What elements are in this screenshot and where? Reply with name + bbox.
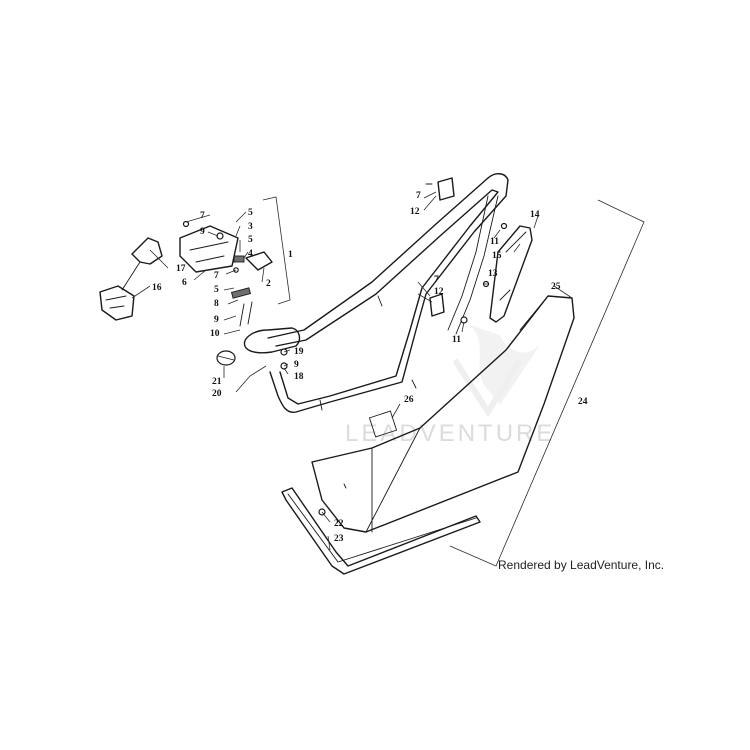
watermark-logo — [452, 325, 540, 418]
callout-9-mirror: 9 — [200, 227, 205, 237]
callout-12-upper: 12 — [410, 207, 420, 217]
callout-23: 23 — [334, 534, 344, 544]
callout-9-bolt: 9 — [214, 315, 219, 325]
leader-lines — [131, 191, 573, 551]
callout-7-lower-hinge: 7 — [434, 275, 439, 285]
callout-8: 8 — [214, 299, 219, 309]
callout-9-handle: 9 — [294, 360, 299, 370]
callout-4: 4 — [248, 249, 253, 259]
callout-21: 21 — [212, 377, 222, 387]
seal-strip — [281, 483, 481, 575]
mirror-assembly — [99, 220, 273, 327]
latch-strip — [460, 222, 533, 324]
callout-7-upper-hinge: 7 — [416, 191, 421, 201]
callout-18: 18 — [294, 372, 304, 382]
handle-knob — [216, 348, 288, 370]
door-panel — [311, 295, 575, 533]
callout-22: 22 — [334, 519, 344, 529]
callout-13: 13 — [488, 269, 498, 279]
hinge-lower — [429, 293, 445, 317]
callout-17: 17 — [176, 264, 186, 274]
callout-2: 2 — [266, 279, 271, 289]
group-bracket-24 — [449, 199, 645, 567]
callout-11-lower: 11 — [452, 335, 461, 345]
callout-14: 14 — [530, 210, 540, 220]
watermark-text: LEADVENTURE — [345, 420, 555, 447]
callout-15: 15 — [492, 251, 502, 261]
callout-labels: 1 2 3 4 5 5 5 6 7 7 7 7 8 9 9 9 10 11 11… — [152, 191, 588, 544]
callout-1: 1 — [288, 250, 293, 260]
hinge-upper — [425, 177, 455, 201]
callout-7-mount: 7 — [214, 271, 219, 281]
callout-11-upper: 11 — [490, 237, 499, 247]
callout-19: 19 — [294, 347, 304, 357]
callout-26: 26 — [404, 395, 414, 405]
callout-5-low: 5 — [214, 285, 219, 295]
render-credit: Rendered by LeadVenture, Inc. — [498, 558, 665, 572]
callout-5-top: 5 — [248, 208, 253, 218]
callout-6: 6 — [182, 278, 187, 288]
callout-3: 3 — [248, 222, 253, 232]
callout-24: 24 — [578, 397, 588, 407]
callout-12-lower: 12 — [434, 287, 444, 297]
callout-25: 25 — [551, 282, 561, 292]
callout-7-mirror: 7 — [200, 211, 205, 221]
door-frame — [243, 173, 509, 413]
callout-16: 16 — [152, 283, 162, 293]
callout-20: 20 — [212, 389, 222, 399]
group-bracket-1 — [262, 196, 291, 305]
callout-10: 10 — [210, 329, 220, 339]
callout-5-mid: 5 — [248, 235, 253, 245]
